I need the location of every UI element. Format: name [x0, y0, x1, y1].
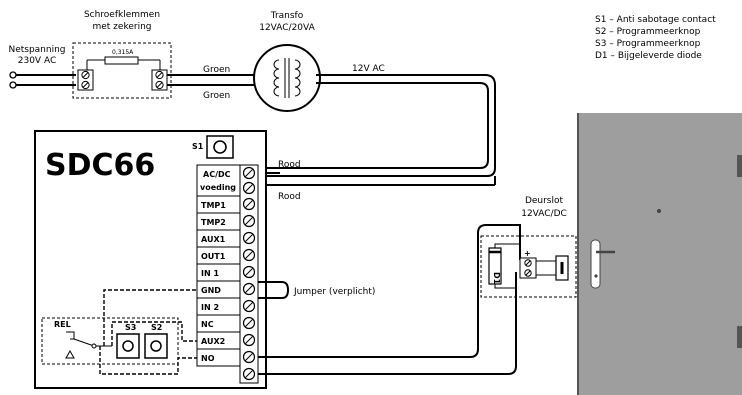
wire-label-12vac: 12V AC: [352, 64, 385, 74]
wire-label-green-bottom: Groen: [203, 91, 230, 101]
terminal-block-title: Schroefklemmen: [84, 10, 160, 20]
green-wires: Groen Groen: [167, 65, 258, 101]
port-tmp2: TMP2: [201, 218, 226, 227]
transformer: Transfo 12VAC/20VA: [253, 11, 321, 112]
lock-outline: [480, 235, 577, 298]
wire-label-red-bottom: Rood: [278, 192, 301, 202]
mains-plug-pin-bottom: [9, 81, 17, 89]
port-no: NO: [201, 354, 215, 363]
legend-item-s2: S2 – Programmeerknop: [595, 27, 701, 37]
port-in1: IN 1: [201, 269, 219, 278]
legend-item-s1: S1 – Anti sabotage contact: [595, 15, 716, 25]
terminal-block-subtitle: met zekering: [92, 22, 151, 32]
port-in2: IN 2: [201, 303, 219, 312]
door-peephole-icon: [657, 209, 661, 213]
port-labels: AC/DC voeding TMP1 TMP2 AUX1 OUT1 IN 1 G…: [196, 164, 241, 367]
port-aux1: AUX1: [201, 235, 226, 244]
screw-terminal-right: [151, 69, 168, 91]
s1-button-icon: [213, 140, 227, 154]
door-panel: [578, 113, 742, 395]
port-out1: OUT1: [201, 252, 226, 261]
mains-input: Netspanning 230V AC: [8, 45, 76, 89]
ac-wire-loop: 12V AC Rood Rood: [250, 64, 496, 202]
relay-section: REL S3 S2: [41, 289, 197, 375]
s2-label: S2: [151, 323, 162, 332]
port-acdc: AC/DC: [203, 170, 231, 179]
lock-plus-label: +: [524, 249, 531, 258]
door-keyhole-icon: [594, 274, 598, 278]
legend-item-d1: D1 – Bijgeleverde diode: [595, 51, 702, 61]
port-nc: NC: [201, 320, 214, 329]
lock-rating: 12VAC/DC: [521, 209, 567, 219]
controller-model-name: SDC66: [45, 148, 155, 183]
door-lock: Deurslot 12VAC/DC D1 +: [480, 196, 577, 298]
relay-box: [41, 317, 179, 365]
wire-label-red-top: Rood: [278, 160, 301, 170]
screw-terminal-left: [77, 69, 94, 91]
legend: S1 – Anti sabotage contact S2 – Programm…: [595, 15, 716, 61]
port-tmp1: TMP1: [201, 201, 226, 210]
port-aux2: AUX2: [201, 337, 225, 346]
diode-label: D1: [492, 272, 501, 285]
fuse-icon: [104, 56, 139, 65]
fuse-rating: 0,315A: [112, 49, 134, 56]
mains-label: Netspanning: [8, 45, 65, 55]
s1-label: S1: [192, 142, 204, 151]
legend-item-s3: S3 – Programmeerknop: [595, 39, 701, 49]
mains-voltage-label: 230V AC: [18, 56, 56, 66]
door-handle-plate: [590, 239, 601, 289]
terminal-block-outline: [72, 42, 172, 99]
transformer-symbol-icon: [253, 44, 321, 112]
transformer-rating: 12VAC/20VA: [259, 23, 315, 33]
jumper-label: Jumper (verplicht): [293, 287, 375, 297]
door: [577, 113, 742, 395]
wire-label-green-top: Groen: [203, 65, 230, 75]
mains-plug-pin-top: [9, 71, 17, 79]
lock-label: Deurslot: [525, 196, 564, 206]
lock-body-icon: [535, 260, 557, 276]
jumper: Jumper (verplicht): [258, 281, 375, 299]
lock-terminal: [519, 257, 537, 279]
relay-switch-icon: [66, 331, 75, 340]
controller-sdc66: SDC66 S1 AC/DC voeding TMP1 TMP2 AUX1 OU…: [34, 130, 267, 389]
s3-label: S3: [125, 323, 136, 332]
lock-wires: [258, 224, 521, 375]
s3-button-icon: [122, 340, 134, 352]
s2-button-icon: [150, 340, 162, 352]
relay-label: REL: [54, 320, 71, 329]
port-gnd: GND: [201, 286, 221, 295]
transformer-label: Transfo: [270, 11, 304, 21]
fused-terminal-block: Schroefklemmen met zekering 0,315A: [72, 10, 172, 99]
port-voeding: voeding: [200, 183, 236, 192]
